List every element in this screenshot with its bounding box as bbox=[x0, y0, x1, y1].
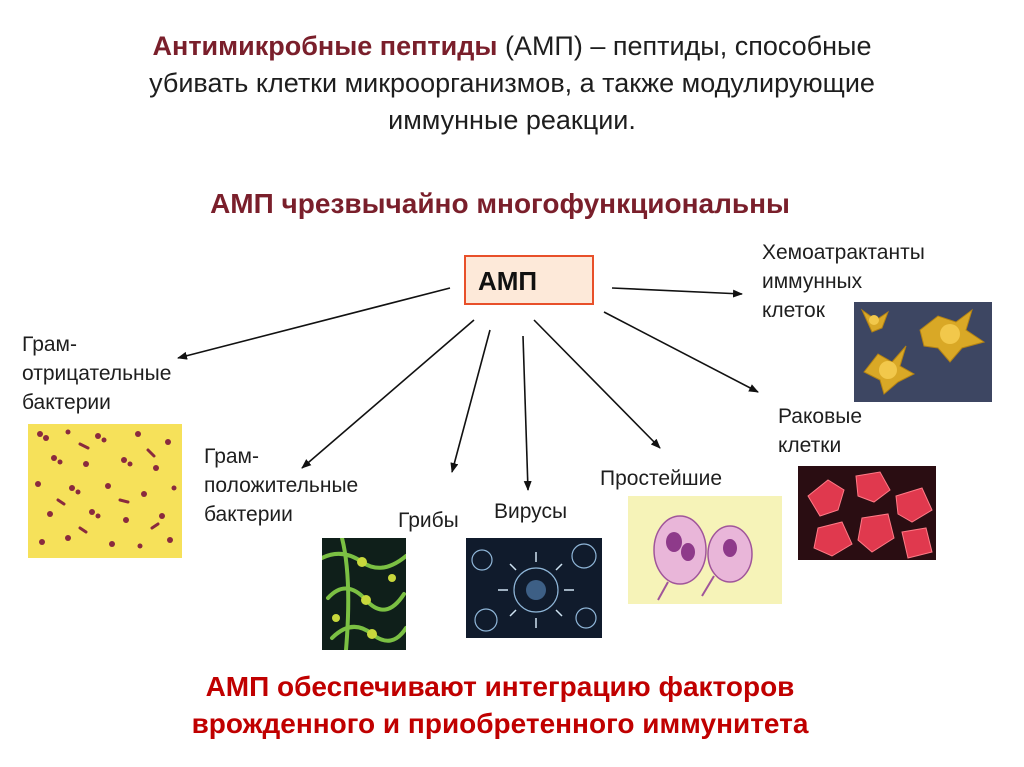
cancer-cells-image bbox=[798, 466, 936, 560]
label-gram-pos-line-2: положительные bbox=[204, 471, 358, 500]
label-cancer-cells: Раковые клетки bbox=[778, 402, 862, 460]
label-gram-pos-line-3: бактерии bbox=[204, 500, 358, 529]
label-gram-negative: Грам- отрицательные бактерии bbox=[22, 330, 171, 417]
label-fungi: Грибы bbox=[398, 506, 459, 535]
label-gram-neg-line-2: отрицательные bbox=[22, 359, 171, 388]
arrow-to-protozoa bbox=[534, 320, 660, 448]
label-gram-pos-line-1: Грам- bbox=[204, 442, 358, 471]
gram-positive-bacteria-image bbox=[322, 538, 406, 650]
arrow-to-cancer-cells bbox=[604, 312, 758, 392]
chemoattractant-cells-image bbox=[854, 302, 992, 402]
label-chemo-line-2: иммунных bbox=[762, 267, 925, 296]
footer-line-1: АМП обеспечивают интеграцию факторов bbox=[0, 668, 1000, 705]
arrow-to-chemoattractants bbox=[612, 288, 742, 294]
arrow-to-fungi bbox=[452, 330, 490, 472]
label-protozoa: Простейшие bbox=[600, 464, 722, 493]
label-gram-positive: Грам- положительные бактерии bbox=[204, 442, 358, 529]
label-chemo-line-1: Хемоатрактанты bbox=[762, 238, 925, 267]
label-cancer-line-1: Раковые bbox=[778, 402, 862, 431]
amp-center-label: АМП bbox=[478, 266, 537, 296]
protozoa-image bbox=[628, 496, 782, 604]
label-gram-neg-line-1: Грам- bbox=[22, 330, 171, 359]
arrow-to-gram-negative bbox=[178, 288, 450, 358]
label-viruses: Вирусы bbox=[494, 497, 567, 526]
footer-conclusion: АМП обеспечивают интеграцию факторов вро… bbox=[0, 668, 1000, 742]
footer-line-2: врожденного и приобретенного иммунитета bbox=[0, 705, 1000, 742]
viruses-image bbox=[466, 538, 602, 638]
gram-negative-bacteria-image bbox=[28, 424, 182, 558]
label-cancer-line-2: клетки bbox=[778, 431, 862, 460]
amp-center-box: АМП bbox=[464, 255, 594, 305]
label-gram-neg-line-3: бактерии bbox=[22, 388, 171, 417]
arrow-to-viruses bbox=[523, 336, 528, 490]
